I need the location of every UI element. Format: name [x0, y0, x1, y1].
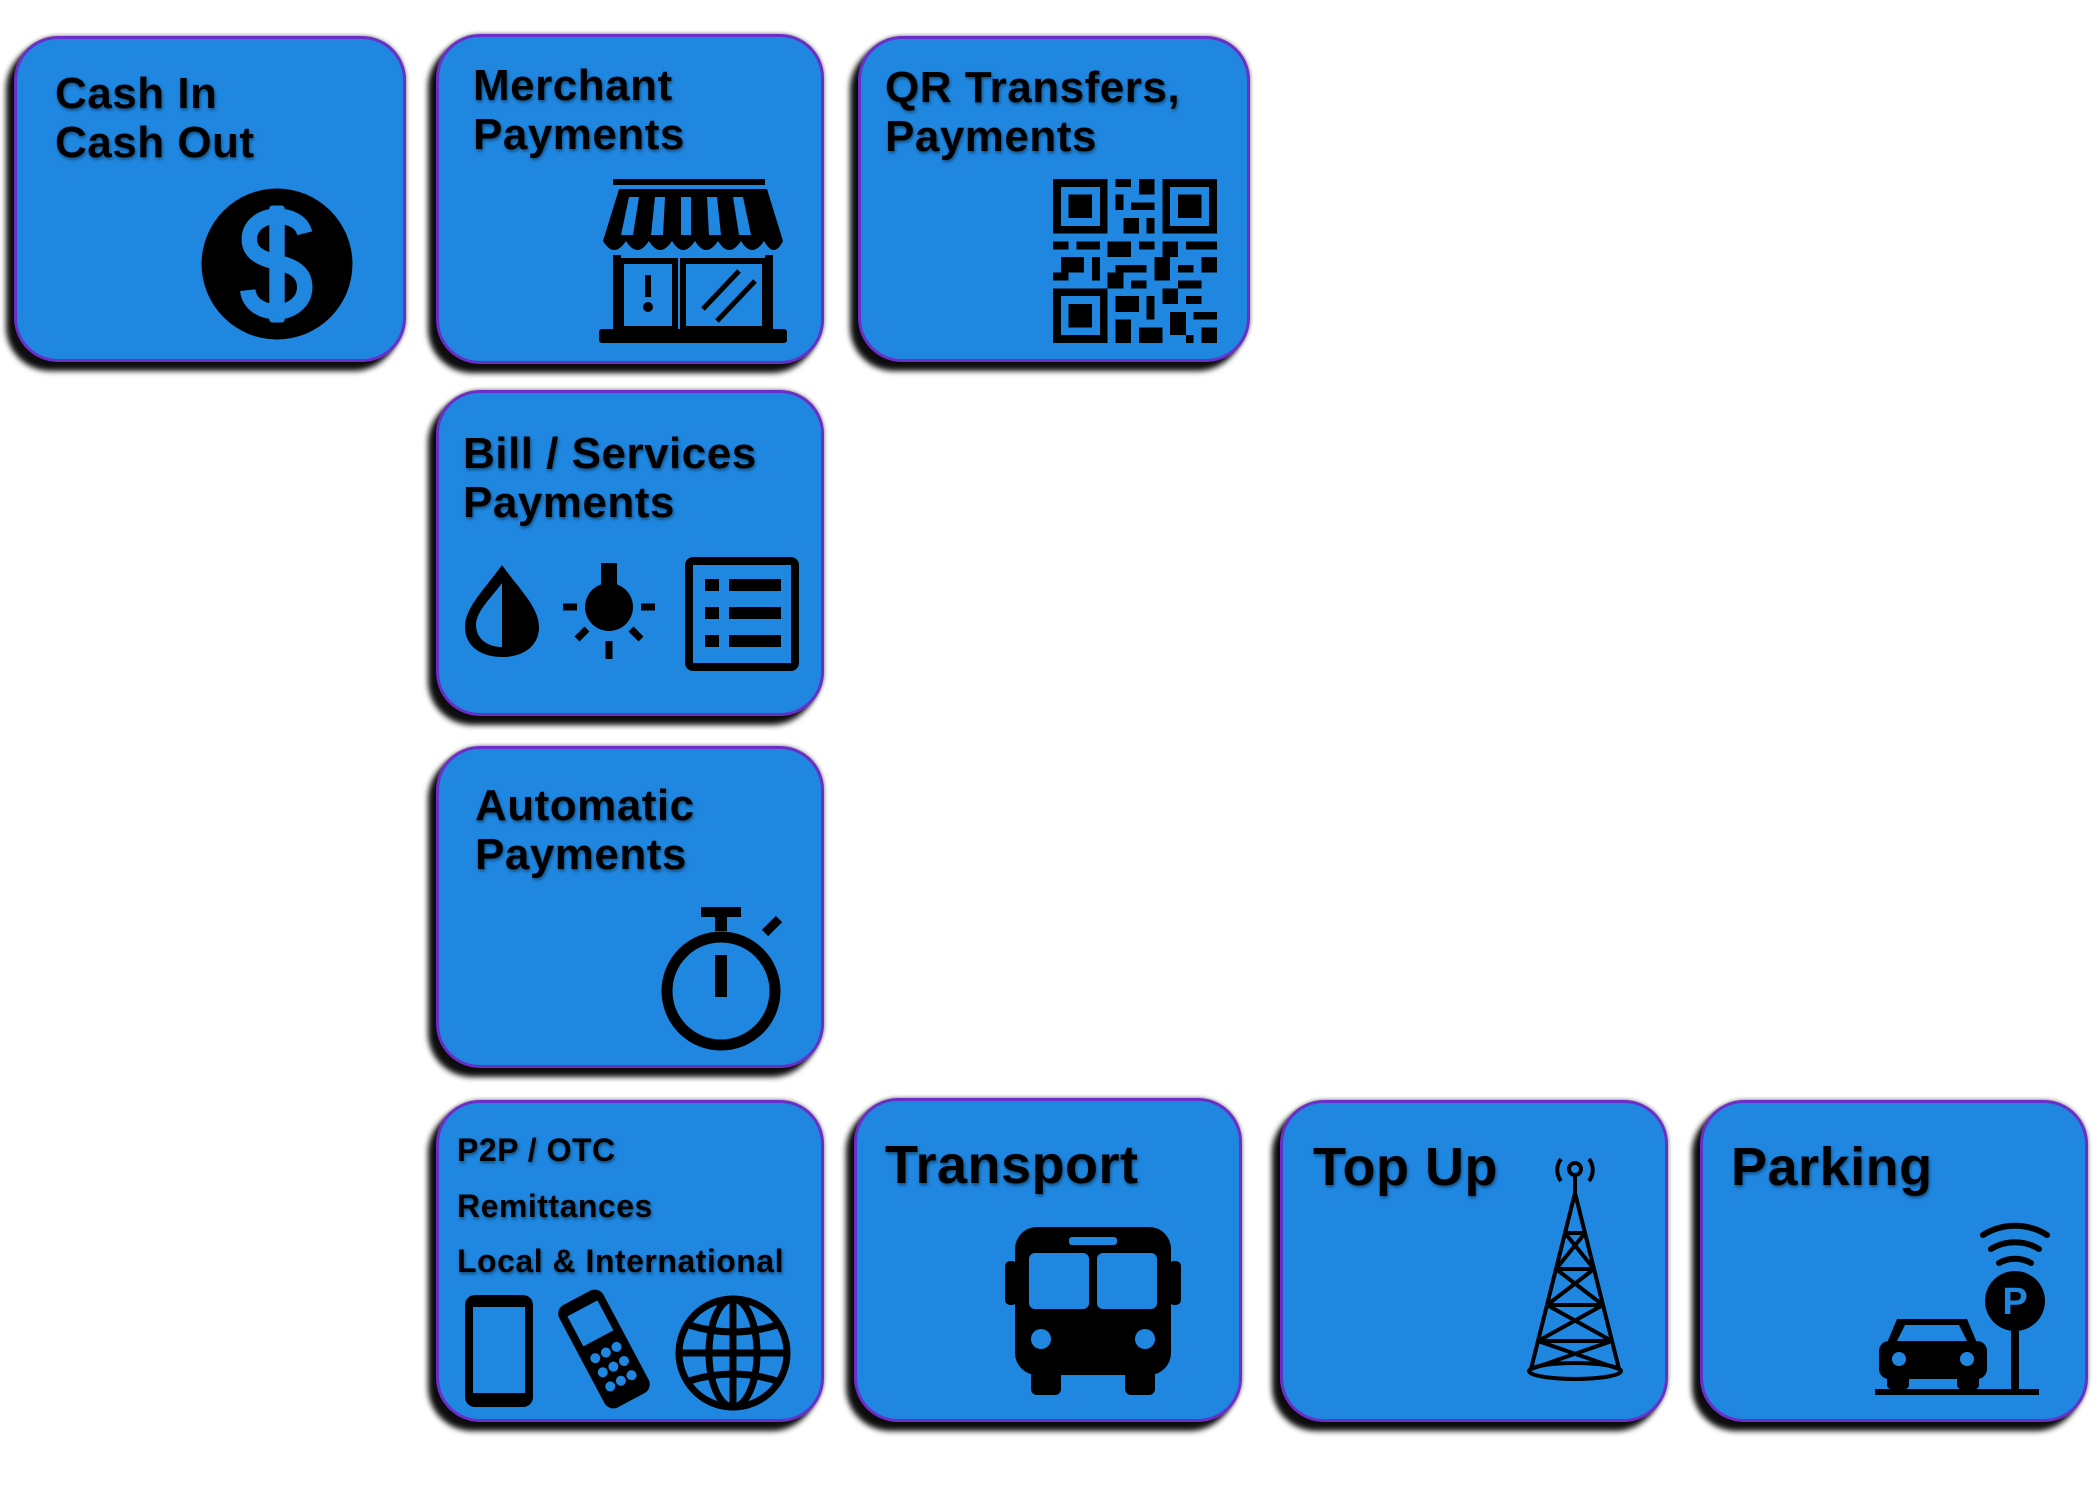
tile-title: Automatic Payments [475, 781, 695, 880]
tile-p2p-otc-remittances[interactable]: P2P / OTC Remittances Local & Internatio… [436, 1100, 824, 1422]
stopwatch-icon [653, 907, 793, 1053]
tile-title: Bill / Services Payments [463, 429, 757, 528]
mobile-phone-icon [557, 1289, 651, 1409]
title-line: Transport [885, 1135, 1139, 1195]
tile-title: Transport [885, 1135, 1139, 1195]
water-drop-icon [459, 561, 545, 661]
title-line: Bill / Services [463, 429, 757, 478]
title-line: Payments [885, 112, 1097, 162]
title-line: QR Transfers, [885, 63, 1181, 112]
tile-title: P2P / OTC Remittances Local & Internatio… [457, 1123, 784, 1290]
title-line: Remittances [457, 1187, 653, 1224]
tile-parking[interactable]: Parking P [1700, 1100, 2088, 1422]
title-line: P2P / OTC [457, 1132, 616, 1168]
dollar-circle-icon [200, 187, 354, 341]
title-line: Payments [475, 830, 687, 880]
title-line: Cash In [55, 69, 218, 118]
qr-code-icon [1053, 179, 1217, 343]
tile-title: Cash In Cash Out [55, 69, 255, 168]
storefront-icon [599, 179, 787, 345]
title-line: Top Up [1313, 1137, 1498, 1197]
title-line: Payments [463, 478, 675, 528]
bill-list-icon [685, 557, 799, 671]
globe-icon [673, 1293, 793, 1413]
tile-automatic-payments[interactable]: Automatic Payments [436, 746, 824, 1068]
title-line: Local & International [457, 1243, 784, 1280]
tile-bill-services-payments[interactable]: Bill / Services Payments [436, 390, 824, 716]
tile-title: Merchant Payments [473, 61, 685, 160]
tile-top-up[interactable]: Top Up [1280, 1100, 1668, 1422]
smartphone-icon [463, 1293, 535, 1409]
tile-transport[interactable]: Transport [854, 1098, 1242, 1422]
tile-title: Top Up [1313, 1137, 1498, 1197]
title-line: Automatic [475, 781, 695, 830]
tile-title: Parking [1731, 1137, 1933, 1197]
tile-qr-transfers-payments[interactable]: QR Transfers, Payments [858, 36, 1250, 362]
tile-title: QR Transfers, Payments [885, 63, 1180, 162]
title-line: Merchant [473, 61, 673, 110]
svg-text:P: P [2002, 1281, 2027, 1323]
radio-tower-icon [1523, 1153, 1627, 1385]
title-line: Payments [473, 110, 685, 160]
title-line: Parking [1731, 1137, 1933, 1197]
light-bulb-icon [563, 563, 655, 661]
bus-icon [1005, 1227, 1181, 1395]
tile-cash-in-cash-out[interactable]: Cash In Cash Out [14, 36, 406, 362]
title-line: Cash Out [55, 118, 255, 168]
tile-merchant-payments[interactable]: Merchant Payments [436, 34, 824, 364]
parking-car-icon: P [1875, 1209, 2061, 1399]
